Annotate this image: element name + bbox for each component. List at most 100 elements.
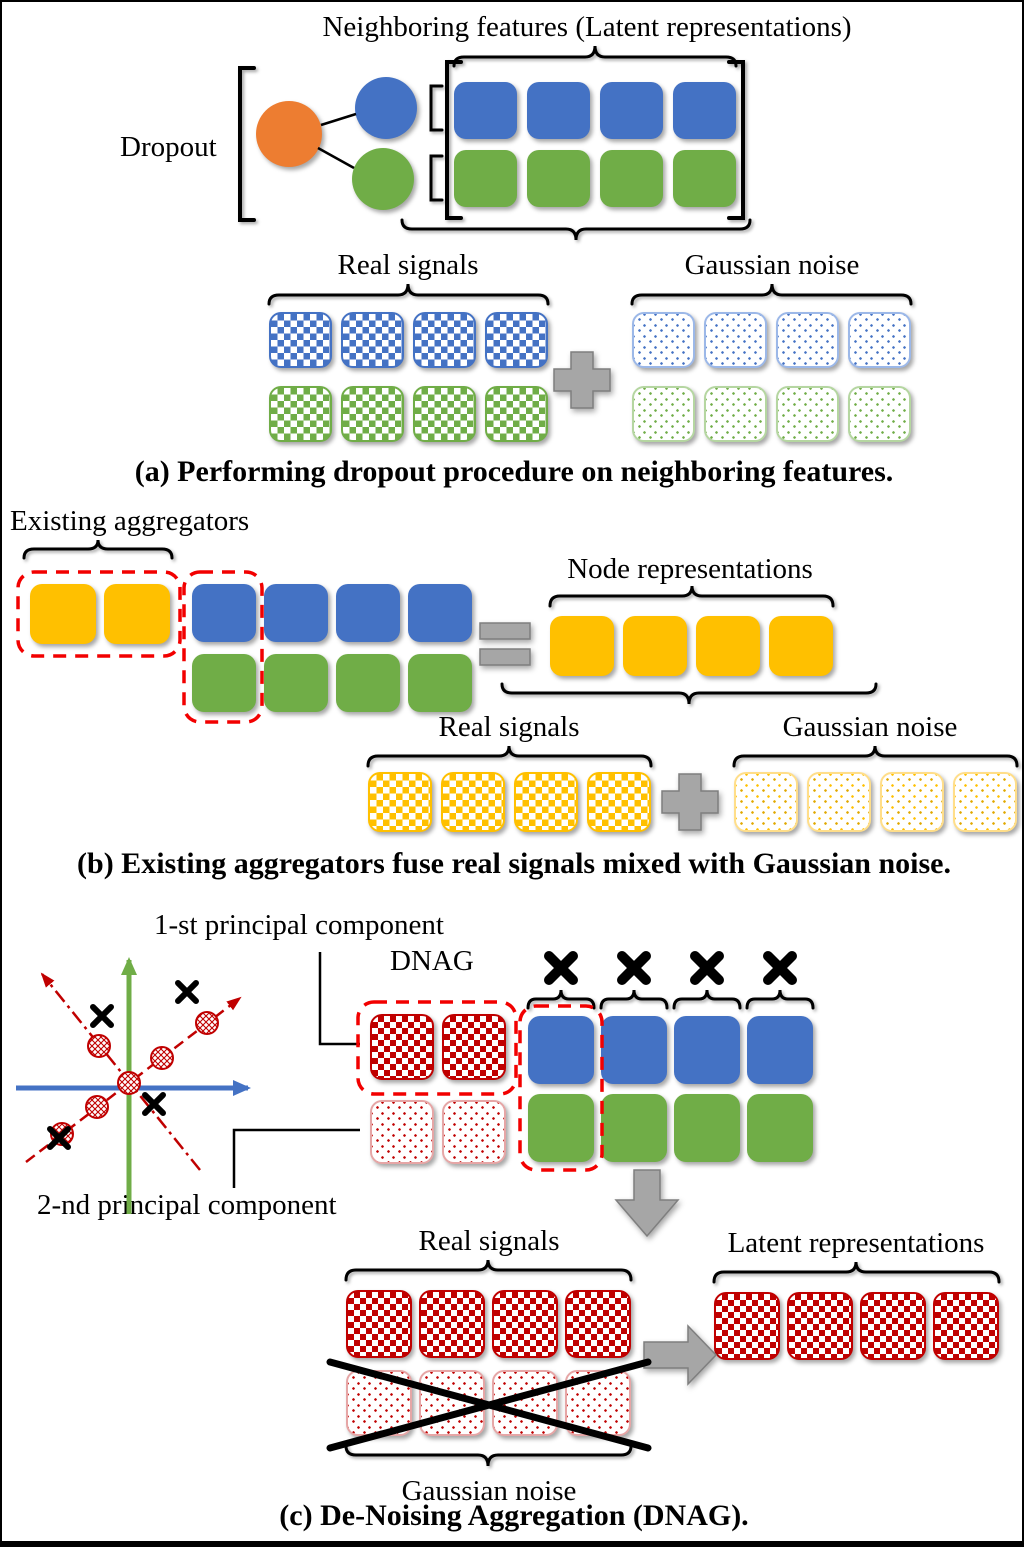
- red-axis-1: [40, 972, 201, 1171]
- pc2-label: 2-nd principal component: [37, 1189, 337, 1221]
- aggregator-square: [30, 584, 96, 644]
- plus-icon: [661, 773, 719, 831]
- noise-square: [953, 772, 1017, 832]
- noise-row-blue: [632, 312, 911, 368]
- noise-square: [848, 312, 911, 368]
- real-signal-square: [413, 386, 476, 442]
- blue-feature-row-c: [528, 1016, 813, 1084]
- node-representations-label: Node representations: [567, 553, 813, 585]
- underbrace: [344, 1444, 633, 1467]
- feature-square: [747, 1094, 813, 1162]
- panel-a-gaussian-noise-label: Gaussian noise: [684, 249, 860, 281]
- real-signal-square: [514, 772, 578, 832]
- panel-c-real-signals-label: Real signals: [418, 1225, 560, 1257]
- noise-square: [565, 1370, 631, 1436]
- column-x-marks: [544, 951, 797, 985]
- real-signal-row-yellow: [368, 772, 651, 832]
- real-signal-square: [485, 312, 548, 368]
- panel-b-caption: (b) Existing aggregators fuse real signa…: [77, 847, 951, 880]
- equals-icon: [479, 622, 531, 640]
- dnag-label: DNAG: [390, 945, 474, 977]
- dnag-real-square: [442, 1014, 506, 1080]
- noise-row-yellow: [734, 772, 1017, 832]
- pca-plot: [16, 957, 251, 1214]
- feature-square: [674, 1016, 740, 1084]
- feature-square: [454, 150, 517, 207]
- noise-square: [734, 772, 798, 832]
- noise-square: [346, 1370, 412, 1436]
- bracket-small: [429, 154, 444, 202]
- node-square: [696, 616, 760, 676]
- latent-square: [714, 1292, 780, 1360]
- real-signal-row-blue: [269, 312, 548, 368]
- feature-square: [336, 584, 400, 642]
- feature-square: [600, 150, 663, 207]
- bottom-border-bar: [2, 1541, 1022, 1545]
- overbrace: [267, 283, 550, 306]
- pc1-label: 1-st principal component: [154, 909, 444, 941]
- feature-square: [601, 1016, 667, 1084]
- feature-square: [528, 1016, 594, 1084]
- panel-a-real-signals-label: Real signals: [337, 249, 479, 281]
- panel-a-caption: (a) Performing dropout procedure on neig…: [134, 455, 894, 488]
- overbrace: [745, 989, 815, 1010]
- overbrace: [452, 45, 738, 68]
- noise-square: [704, 386, 767, 442]
- real-signal-square: [492, 1290, 558, 1358]
- panel-c-caption: (c) De-Noising Aggregation (DNAG).: [279, 1499, 749, 1532]
- overbrace: [526, 989, 596, 1010]
- panel-b-real-signals-label: Real signals: [438, 711, 580, 743]
- dnag-real-square: [370, 1014, 434, 1080]
- green-feature-row-c: [528, 1094, 813, 1162]
- real-signal-row-green: [269, 386, 548, 442]
- underbrace: [500, 682, 878, 705]
- overbrace: [630, 283, 913, 306]
- cross-icon: [617, 951, 651, 985]
- feature-square: [264, 654, 328, 712]
- noise-row-green: [632, 386, 911, 442]
- feature-square: [408, 584, 472, 642]
- overbrace: [344, 1259, 633, 1282]
- data-points: [50, 1011, 219, 1146]
- feature-square: [336, 654, 400, 712]
- green-feature-row: [454, 150, 736, 207]
- cross-icon: [690, 951, 724, 985]
- real-signal-square: [565, 1290, 631, 1358]
- panel-c-gaussian-noise-label: Gaussian noise: [401, 1475, 577, 1507]
- underbrace: [400, 218, 752, 241]
- overbrace: [732, 745, 1019, 768]
- overbrace: [366, 745, 653, 768]
- feature-square: [528, 1094, 594, 1162]
- real-signal-square: [269, 386, 332, 442]
- blue-neighbor-circle: [355, 77, 417, 139]
- feature-square: [264, 584, 328, 642]
- feature-square: [408, 654, 472, 712]
- real-signal-square: [269, 312, 332, 368]
- feature-square: [747, 1016, 813, 1084]
- node-square: [550, 616, 614, 676]
- latent-representation-row: [714, 1292, 999, 1360]
- green-neighbor-circle: [352, 148, 414, 210]
- noise-square: [776, 312, 839, 368]
- real-signal-square: [368, 772, 432, 832]
- node-square: [769, 616, 833, 676]
- latent-square: [787, 1292, 853, 1360]
- aggregator-row-yellow: [30, 584, 170, 644]
- cross-icon: [763, 951, 797, 985]
- dnag-real-pair: [370, 1014, 506, 1080]
- real-signal-square: [485, 386, 548, 442]
- dnag-noise-pair: [370, 1100, 506, 1164]
- noise-square: [704, 312, 767, 368]
- feature-square: [192, 584, 256, 642]
- overbrace: [712, 1261, 1001, 1284]
- cross-icon: [544, 951, 578, 985]
- latent-square: [933, 1292, 999, 1360]
- noise-square: [492, 1370, 558, 1436]
- node-square: [623, 616, 687, 676]
- green-feature-row-b: [192, 654, 472, 712]
- feature-square: [673, 82, 736, 139]
- overbrace: [672, 989, 742, 1010]
- real-signal-square: [587, 772, 651, 832]
- noise-square: [776, 386, 839, 442]
